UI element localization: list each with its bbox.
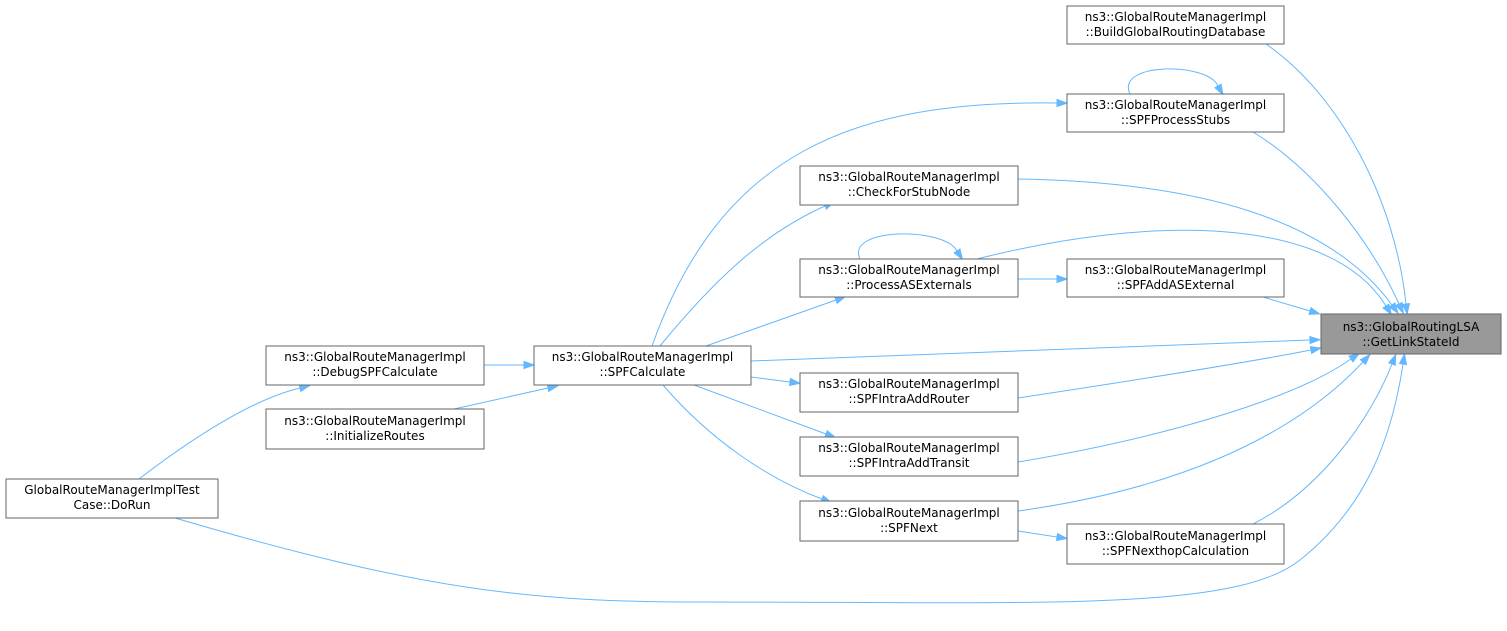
arrowhead-spfnexthopcalculation-to-getlinkstateid: [1387, 353, 1397, 367]
arrowhead-checkforstubnode-to-getlinkstateid: [1388, 302, 1399, 315]
node-buildglobalroutingdatabase[interactable]: ns3::GlobalRouteManagerImpl ::BuildGloba…: [1066, 5, 1285, 45]
edges: [138, 43, 1411, 604]
node-label-line1: ns3::GlobalRouteManagerImpl: [818, 506, 999, 520]
node-label-line1: ns3::GlobalRouteManagerImpl: [1085, 10, 1266, 24]
node-label-line2: Case::DoRun: [73, 498, 150, 512]
node-initializeroutes[interactable]: ns3::GlobalRouteManagerImpl ::Initialize…: [265, 408, 485, 450]
edge-spfnexthopcalculation-to-getlinkstateid: [1252, 363, 1393, 525]
node-label-line1: ns3::GlobalRoutingLSA: [1343, 320, 1480, 334]
node-label-line1: GlobalRouteManagerImplTest: [24, 483, 200, 497]
node-label-line2: ::GetLinkStateId: [1363, 335, 1460, 349]
edge-spfcalculate-to-spfintraaddtransit: [693, 384, 827, 435]
node-label-line2: ::CheckForStubNode: [848, 185, 971, 199]
node-checkforstubnode[interactable]: ns3::GlobalRouteManagerImpl ::CheckForSt…: [799, 165, 1019, 206]
node-spfcalculate[interactable]: ns3::GlobalRouteManagerImpl ::SPFCalcula…: [533, 345, 752, 386]
arrowhead-spfprocessstubs-to-spfprocessstubs: [1214, 83, 1224, 97]
edge-processasexternals-to-processasexternals: [857, 233, 958, 260]
arrowhead-initializeroutes-to-spfcalculate: [546, 384, 560, 393]
node-label-line2: ::BuildGlobalRoutingDatabase: [1086, 25, 1266, 39]
edge-spfintraaddrouter-to-getlinkstateid: [1017, 349, 1312, 399]
node-processasexternals[interactable]: ns3::GlobalRouteManagerImpl ::ProcessASE…: [799, 258, 1019, 298]
arrowhead-spfintraaddtransit-to-getlinkstateid: [1348, 352, 1361, 363]
edge-initializeroutes-to-spfcalculate: [453, 387, 549, 410]
arrowhead-spfnext-to-spfnexthopcalculation: [1055, 532, 1069, 542]
edge-spfprocessstubs-to-getlinkstateid: [1252, 131, 1400, 305]
node-label-line2: ::SPFCalculate: [600, 365, 686, 379]
arrowhead-dorun-to-debugspfcalculate: [298, 384, 312, 393]
arrowhead-spfcalculate-to-getlinkstateid: [1309, 335, 1322, 345]
edge-spfcalculate-to-spfnext: [662, 384, 823, 500]
edge-buildglobalroutingdatabase-to-getlinkstateid: [1265, 43, 1407, 305]
arrowhead-spfintraaddrouter-to-getlinkstateid: [1309, 345, 1323, 355]
node-label-line2: ::InitializeRoutes: [325, 429, 424, 443]
node-label-line2: ::SPFNexthopCalculation: [1102, 544, 1249, 558]
node-spfintraaddrouter[interactable]: ns3::GlobalRouteManagerImpl ::SPFIntraAd…: [799, 372, 1019, 413]
arrowhead-buildglobalroutingdatabase-to-getlinkstateid: [1401, 303, 1411, 316]
node-label-line2: ::SPFIntraAddTransit: [849, 456, 970, 470]
node-label-line1: ns3::GlobalRouteManagerImpl: [818, 170, 999, 184]
edge-dorun-to-getlinkstateid: [174, 363, 1404, 604]
nodes: ns3::GlobalRoutingLSA ::GetLinkStateId n…: [5, 5, 1502, 565]
edge-spfcalculate-to-processasexternals: [705, 299, 837, 347]
edge-spfaddasexternal-to-getlinkstateid: [1262, 296, 1311, 312]
arrowhead-processasexternals-to-spfaddasexternal: [1056, 274, 1069, 284]
node-label-line1: ns3::GlobalRouteManagerImpl: [1085, 263, 1266, 277]
node-label-line1: ns3::GlobalRouteManagerImpl: [818, 441, 999, 455]
node-label-line2: ::SPFIntraAddRouter: [849, 392, 970, 406]
edge-spfintraaddtransit-to-getlinkstateid: [1017, 358, 1352, 463]
node-getlinkstateid[interactable]: ns3::GlobalRoutingLSA ::GetLinkStateId: [1320, 313, 1502, 355]
node-label-line2: ::SPFNext: [880, 521, 938, 535]
node-debugspfcalculate[interactable]: ns3::GlobalRouteManagerImpl ::DebugSPFCa…: [265, 345, 485, 386]
arrowhead-processasexternals-to-getlinkstateid: [1382, 303, 1393, 316]
arrowhead-dorun-to-getlinkstateid: [1398, 352, 1408, 366]
edge-checkforstubnode-to-getlinkstateid: [1017, 178, 1393, 306]
node-spfaddasexternal[interactable]: ns3::GlobalRouteManagerImpl ::SPFAddASEx…: [1066, 258, 1285, 298]
edge-dorun-to-debugspfcalculate: [138, 387, 301, 480]
edge-spfnext-to-spfnexthopcalculation: [1017, 530, 1058, 538]
node-label-line1: ns3::GlobalRouteManagerImpl: [552, 350, 733, 364]
node-label-line1: ns3::GlobalRouteManagerImpl: [284, 350, 465, 364]
arrowhead-debugspfcalculate-to-spfcalculate: [523, 360, 536, 370]
edge-spfcalculate-to-getlinkstateid: [750, 339, 1311, 362]
edge-spfnext-to-getlinkstateid: [1017, 361, 1364, 512]
edge-processasexternals-to-getlinkstateid: [976, 229, 1387, 307]
node-label-line1: ns3::GlobalRouteManagerImpl: [1085, 529, 1266, 543]
node-label-line1: ns3::GlobalRouteManagerImpl: [818, 377, 999, 391]
node-label-line2: ::DebugSPFCalculate: [312, 365, 437, 379]
node-spfprocessstubs[interactable]: ns3::GlobalRouteManagerImpl ::SPFProcess…: [1066, 93, 1285, 133]
node-label-line1: ns3::GlobalRouteManagerImpl: [1085, 98, 1266, 112]
arrowhead-spfcalculate-to-processasexternals: [834, 296, 847, 305]
edge-spfcalculate-to-spfintraaddrouter: [750, 376, 791, 383]
arrowhead-spfcalculate-to-spfintraaddrouter: [788, 377, 802, 387]
edge-spfcalculate-to-checkforstubnode: [659, 205, 826, 347]
node-label-line2: ::SPFProcessStubs: [1121, 113, 1230, 127]
arrowhead-spfnext-to-getlinkstateid: [1359, 353, 1371, 366]
arrowhead-processasexternals-to-processasexternals: [953, 248, 964, 261]
node-label-line2: ::ProcessASExternals: [846, 278, 971, 292]
node-dorun[interactable]: GlobalRouteManagerImplTest Case::DoRun: [5, 478, 219, 519]
node-spfnexthopcalculation[interactable]: ns3::GlobalRouteManagerImpl ::SPFNexthop…: [1066, 523, 1285, 565]
node-label-line1: ns3::GlobalRouteManagerImpl: [818, 263, 999, 277]
edge-spfcalculate-to-spfprocessstubs: [651, 102, 1058, 347]
node-spfintraaddtransit[interactable]: ns3::GlobalRouteManagerImpl ::SPFIntraAd…: [799, 436, 1019, 477]
arrowhead-spfaddasexternal-to-getlinkstateid: [1308, 306, 1322, 315]
node-spfnext[interactable]: ns3::GlobalRouteManagerImpl ::SPFNext: [799, 500, 1019, 542]
node-label-line2: ::SPFAddASExternal: [1117, 278, 1235, 292]
edge-spfprocessstubs-to-spfprocessstubs: [1127, 68, 1219, 95]
arrowhead-spfcalculate-to-spfintraaddtransit: [824, 429, 837, 439]
arrowhead-spfprocessstubs-to-getlinkstateid: [1394, 301, 1404, 315]
node-label-line1: ns3::GlobalRouteManagerImpl: [284, 414, 465, 428]
arrowhead-spfcalculate-to-spfprocessstubs: [1056, 98, 1069, 108]
